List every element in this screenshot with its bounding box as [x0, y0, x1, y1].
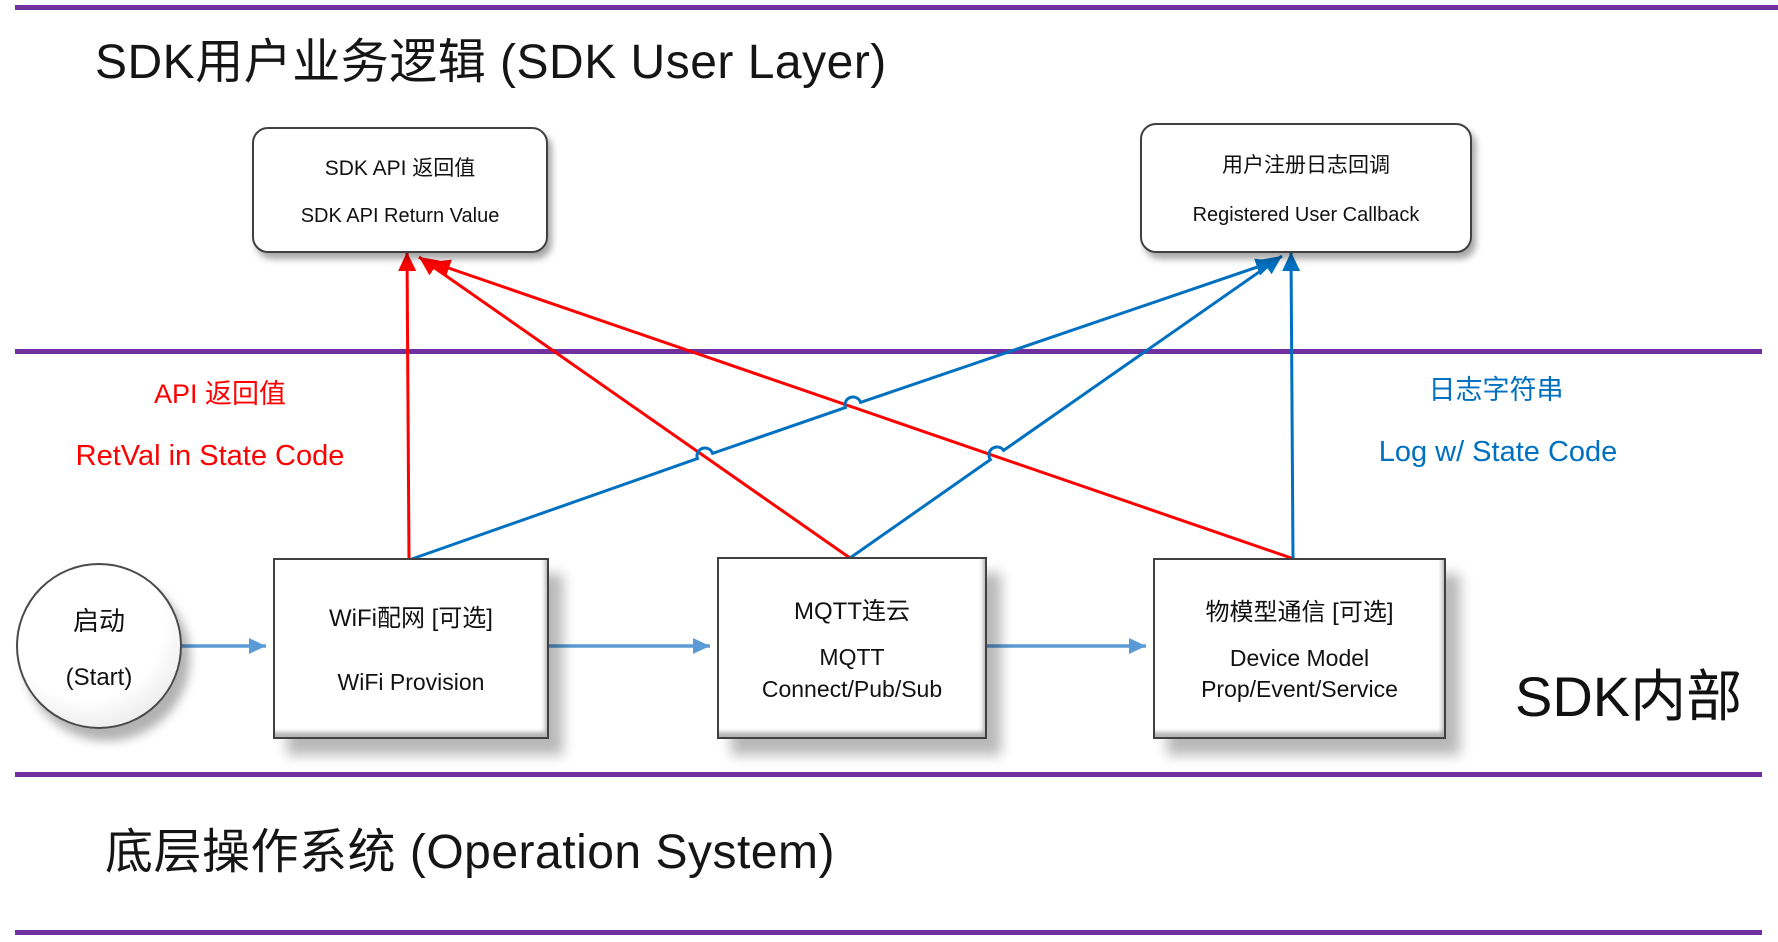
separator-user-layer	[15, 349, 1762, 354]
sdk-user-layer-title: SDK用户业务逻辑 (SDK User Layer)	[95, 36, 887, 89]
callout-sdk-api-return-cn: SDK API 返回值	[324, 157, 476, 180]
process-box-mqtt-cn: MQTT连云	[794, 598, 910, 626]
process-box-device-model-en2: Prop/Event/Service	[1201, 676, 1398, 702]
callout-user-callback-cn: 用户注册日志回调	[1222, 154, 1390, 178]
start-node-cn: 启动	[72, 605, 125, 636]
process-box-device-model: 物模型通信 [可选] Device Model Prop/Event/Servi…	[1153, 558, 1446, 739]
process-box-mqtt-en2: Connect/Pub/Sub	[761, 675, 943, 702]
process-box-wifi-cn: WiFi配网 [可选]	[329, 605, 493, 633]
blue-arrow-device-model-to-callback	[1282, 251, 1301, 561]
separator-sdk-bottom	[15, 772, 1762, 777]
separator-top	[15, 5, 1778, 10]
start-node-en: (Start)	[65, 663, 133, 691]
log-string-label-en: Log w/ State Code	[1378, 436, 1618, 468]
blue-arrow-mqtt-to-callback	[849, 254, 1283, 560]
process-box-mqtt: MQTT连云 MQTT Connect/Pub/Sub	[717, 557, 987, 739]
api-retval-label-en: RetVal in State Code	[75, 440, 345, 472]
callout-user-callback-en: Registered User Callback	[1192, 203, 1420, 226]
start-node: 启动 (Start)	[16, 563, 182, 729]
process-box-mqtt-en1: MQTT	[819, 644, 885, 671]
process-box-device-model-cn: 物模型通信 [可选]	[1205, 598, 1394, 626]
operation-system-title: 底层操作系统 (Operation System)	[105, 826, 835, 879]
blue-arrow-wifi-to-callback	[408, 258, 1276, 562]
red-arrow-mqtt-to-api-return	[418, 255, 851, 560]
process-box-wifi: WiFi配网 [可选] WiFi Provision	[273, 558, 549, 739]
callout-sdk-api-return: SDK API 返回值 SDK API Return Value	[252, 127, 548, 253]
callout-sdk-api-return-en: SDK API Return Value	[300, 205, 500, 227]
sdk-internal-label: SDK内部	[1515, 665, 1743, 728]
process-box-device-model-en1: Device Model	[1229, 644, 1370, 671]
callout-user-callback: 用户注册日志回调 Registered User Callback	[1140, 123, 1472, 253]
api-retval-label-cn: API 返回值	[153, 379, 287, 409]
log-string-label-cn: 日志字符串	[1428, 375, 1564, 405]
separator-os-bottom	[15, 930, 1762, 935]
process-box-wifi-en: WiFi Provision	[337, 669, 485, 696]
red-arrow-wifi-to-api-return	[398, 251, 417, 561]
red-arrow-device-model-to-api-return	[430, 259, 1298, 562]
